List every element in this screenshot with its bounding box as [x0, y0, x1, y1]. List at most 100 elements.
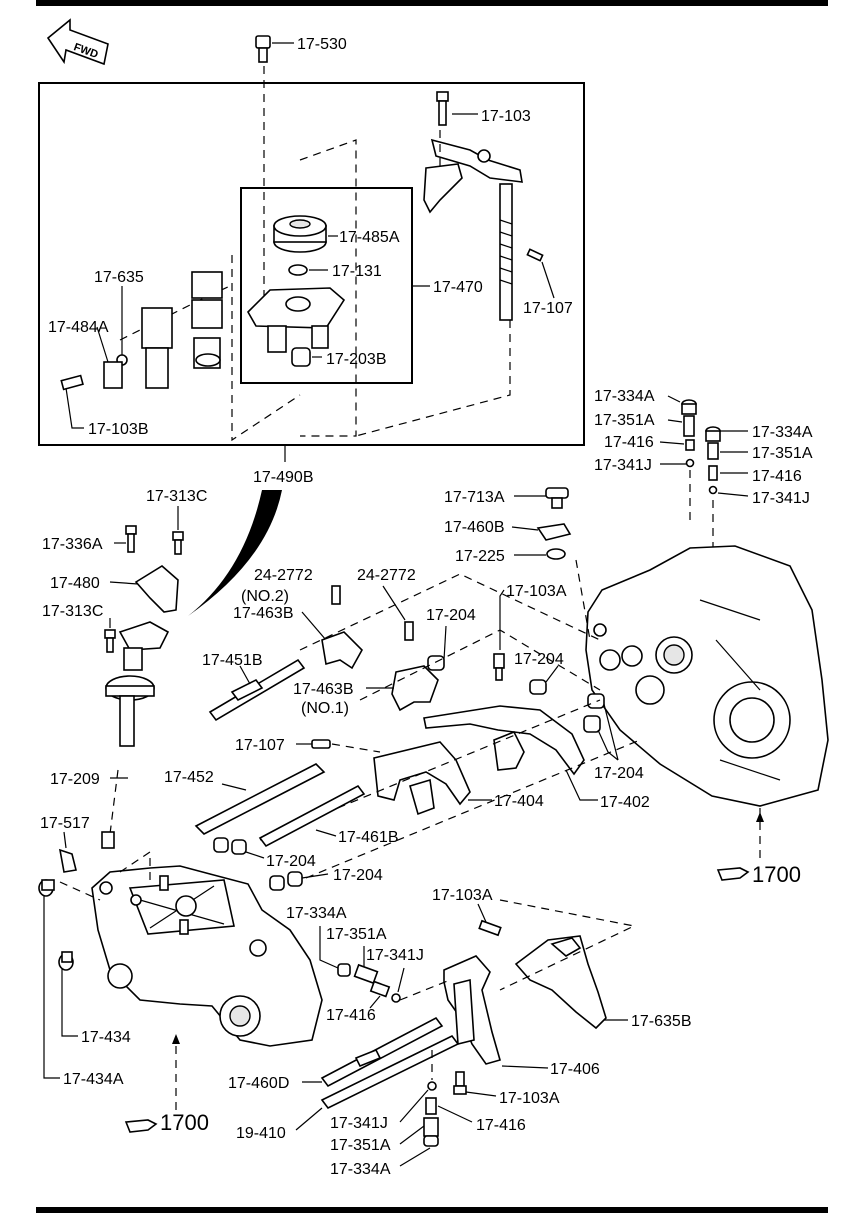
- gearshift-assembly-box: [38, 82, 585, 446]
- label-lo-334A: 17-334A: [286, 905, 347, 922]
- rod-19-410: [320, 1034, 460, 1110]
- plate-17-460B: [536, 523, 572, 541]
- label-17-470: 17-470: [433, 279, 483, 296]
- sleeve-17-351A-b: [423, 1117, 439, 1137]
- fwd-arrow-icon: FWD: [46, 18, 109, 66]
- pointing-hand-icon: [716, 867, 750, 881]
- plug-lo-334A: [337, 963, 351, 977]
- label-17-406: 17-406: [550, 1061, 600, 1078]
- label-17-451B: 17-451B: [202, 652, 263, 669]
- label-17-204-d: 17-204: [266, 853, 316, 870]
- label-a-341J: 17-341J: [594, 457, 652, 474]
- label-17-351A-b: 17-351A: [330, 1137, 391, 1154]
- spring-lo-416: [369, 980, 391, 998]
- shift-head-17-463B-no2: [321, 631, 363, 670]
- label-17-480: 17-480: [50, 575, 100, 592]
- shift-lever-rod: [423, 138, 523, 321]
- label-17-103A-up: 17-103A: [506, 583, 567, 600]
- plug-17-434A: [38, 879, 55, 897]
- label-17-461B: 17-461B: [338, 829, 399, 846]
- label-24-2772-b: 24-2772: [357, 567, 416, 584]
- label-a-351A: 17-351A: [594, 412, 655, 429]
- clip-17-225: [546, 548, 566, 560]
- label-17-460B: 17-460B: [444, 519, 505, 536]
- ref-right: 1700: [716, 862, 801, 887]
- label-17-209: 17-209: [50, 771, 100, 788]
- label-17-107-top: 17-107: [523, 300, 573, 317]
- label-17-334A-b: 17-334A: [330, 1161, 391, 1178]
- pin-17-107: [526, 248, 544, 262]
- pin-17-107-mid: [311, 739, 331, 749]
- label-17-452: 17-452: [164, 769, 214, 786]
- label-b-341J: 17-341J: [752, 490, 810, 507]
- transmission-case-left: [91, 865, 323, 1047]
- shift-shaft-assembly: [105, 621, 170, 747]
- label-17-490B: 17-490B: [253, 469, 314, 486]
- bolt-17-313C-a: [172, 531, 184, 555]
- plug-17-713A: [545, 487, 569, 509]
- label-17-204-b: 17-204: [514, 651, 564, 668]
- label-ref-left: 1700: [160, 1110, 209, 1135]
- label-19-410: 19-410: [236, 1125, 286, 1142]
- o-ring-17-131: [288, 264, 308, 276]
- bolt-lo-103A: [478, 919, 502, 937]
- bushing-17-204-d: [213, 837, 247, 855]
- label-17-713A: 17-713A: [444, 489, 505, 506]
- label-17-460D: 17-460D: [228, 1075, 289, 1092]
- ball-17-341J-b: [427, 1081, 437, 1091]
- label-lo-416: 17-416: [326, 1007, 376, 1024]
- bolt-17-313C-b: [104, 629, 116, 653]
- sleeve-lo-351A: [353, 963, 379, 985]
- label-17-463B-a: 17-463B: [233, 605, 294, 622]
- assembly-arrow: [188, 490, 282, 616]
- label-17-103A-b: 17-103A: [499, 1090, 560, 1107]
- label-17-103: 17-103: [481, 108, 531, 125]
- selector-17-635: [116, 307, 173, 389]
- selector-bracket: [191, 271, 223, 369]
- label-17-225: 17-225: [455, 548, 505, 565]
- label-17-204-c: 17-204: [594, 765, 644, 782]
- bolt-17-517: [58, 848, 77, 873]
- bolt-17-336A: [125, 525, 137, 553]
- label-ref-right: 1700: [752, 862, 801, 887]
- label-a-334A: 17-334A: [594, 388, 655, 405]
- label-17-313C-a: 17-313C: [146, 488, 207, 505]
- label-17-635B: 17-635B: [631, 1013, 692, 1030]
- label-b-334A: 17-334A: [752, 424, 813, 441]
- label-24-2772-a: 24-2772: [254, 567, 313, 584]
- label-no1: (NO.1): [301, 700, 349, 717]
- label-lo-351A: 17-351A: [326, 926, 387, 943]
- shift-knob-17-485A: [273, 215, 327, 253]
- shift-cover-plate: [247, 287, 346, 353]
- bolt-17-103A-b: [453, 1071, 467, 1095]
- label-17-107-mid: 17-107: [235, 737, 285, 754]
- label-a-416: 17-416: [604, 434, 654, 451]
- bushing-17-204-b: [529, 679, 547, 695]
- label-17-204-a: 17-204: [426, 607, 476, 624]
- bushing-17-209: [101, 831, 115, 849]
- shift-fork-17-402: [423, 705, 585, 776]
- label-17-103B: 17-103B: [88, 421, 149, 438]
- bolt-17-103: [436, 91, 449, 126]
- label-17-484A: 17-484A: [48, 319, 109, 336]
- label-no2: (NO.2): [241, 588, 289, 605]
- label-17-434: 17-434: [81, 1029, 131, 1046]
- label-b-351A: 17-351A: [752, 445, 813, 462]
- label-17-341J-b: 17-341J: [330, 1115, 388, 1132]
- label-17-463B-b: 17-463B: [293, 681, 354, 698]
- label-17-416-b: 17-416: [476, 1117, 526, 1134]
- bushing-17-204-a: [427, 655, 445, 671]
- detent-stack-a: [681, 399, 697, 468]
- detent-stack-b: [705, 426, 721, 495]
- shift-fork-17-635B: [514, 935, 607, 1030]
- bushing-17-204-e: [269, 871, 303, 891]
- shift-fork-17-406: [443, 955, 501, 1065]
- rod-17-460D: [320, 1016, 444, 1088]
- pin-24-2772-b: [404, 621, 414, 641]
- label-17-402: 17-402: [600, 794, 650, 811]
- pin-24-2772-a: [331, 585, 341, 605]
- label-17-530: 17-530: [297, 36, 347, 53]
- bracket-17-480: [134, 565, 179, 613]
- pointing-hand-icon: [124, 1119, 158, 1133]
